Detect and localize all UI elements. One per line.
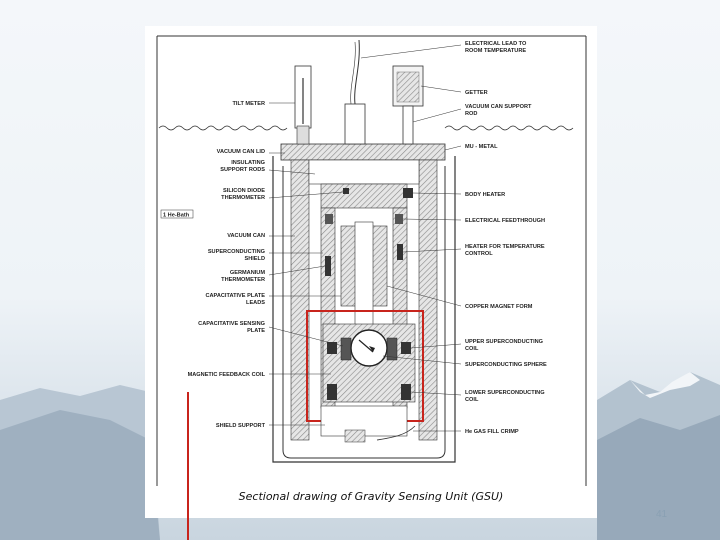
lower-superconducting-coil	[327, 384, 337, 400]
label-getter: GETTER	[465, 90, 488, 96]
label-mu-metal: MU - METAL	[465, 144, 498, 150]
vacuum-can-lid	[280, 143, 446, 161]
label-vacuum-can-lid: VACUUM CAN LID	[217, 149, 265, 155]
label-electrical-lead-to: ELECTRICAL LEAD TO	[465, 41, 527, 47]
label-lower-superconducting: LOWER SUPERCONDUCTING	[465, 390, 545, 396]
label-shield-support: SHIELD SUPPORT	[216, 423, 266, 429]
capacitative-sensing-plate	[340, 337, 352, 361]
slide-number: 41	[656, 509, 668, 520]
label-coil-2: COIL	[465, 397, 479, 403]
label-superconducting: SUPERCONDUCTING	[208, 249, 265, 255]
figure-caption: Sectional drawing of Gravity Sensing Uni…	[238, 490, 504, 503]
vacuum-can-support-rod	[402, 105, 414, 145]
electrical-lead-tube	[344, 103, 366, 145]
label-coil-1: COIL	[465, 346, 479, 352]
label-room-temperature: ROOM TEMPERATURE	[465, 48, 526, 54]
he-bath-label: 1 He-Bath	[163, 213, 190, 219]
he-gas-fill-crimp	[376, 425, 416, 441]
mu-metal-shield	[272, 156, 456, 463]
label-capacitative-plate: CAPACITATIVE PLATE	[205, 293, 265, 299]
label-body-heater: BODY HEATER	[465, 192, 505, 198]
label-thermometer-1: THERMOMETER	[221, 195, 265, 201]
label-support-rods: SUPPORT RODS	[220, 167, 265, 173]
label-insulating: INSULATING	[231, 160, 265, 166]
label-tilt-meter: TILT METER	[232, 101, 265, 107]
label-electrical-feedthrough: ELECTRICAL FEEDTHROUGH	[465, 218, 545, 224]
label-control: CONTROL	[465, 251, 493, 257]
diagram-panel: 1 He-Bath	[145, 26, 597, 518]
helium-surface	[158, 125, 288, 131]
label-capacitative-sensing: CAPACITATIVE SENSING	[198, 321, 265, 327]
label-vacuum-can: VACUUM CAN	[227, 233, 265, 239]
label-silicon-diode: SILICON DIODE	[223, 188, 265, 194]
label-germanium: GERMANIUM	[230, 270, 265, 276]
label-rod: ROD	[465, 111, 477, 117]
label-he-gas-fill-crimp: He GAS FILL CRIMP	[465, 429, 519, 435]
silicon-diode-thermometer	[343, 188, 349, 194]
upper-superconducting-coil	[327, 342, 337, 354]
label-magnetic-feedback-coil: MAGNETIC FEEDBACK COIL	[188, 372, 266, 378]
label-leads: LEADS	[246, 300, 265, 306]
vacuum-can	[290, 159, 310, 441]
gsu-sectional-drawing: 1 He-Bath	[156, 35, 587, 486]
label-upper-superconducting: UPPER SUPERCONDUCTING	[465, 339, 543, 345]
label-plate: PLATE	[247, 328, 265, 334]
label-copper-magnet-form: COPPER MAGNET FORM	[465, 304, 533, 310]
label-vacuum-can-support: VACUUM CAN SUPPORT	[465, 104, 532, 110]
label-shield: SHIELD	[244, 256, 265, 262]
label-thermometer-2: THERMOMETER	[221, 277, 265, 283]
label-superconducting-sphere: SUPERCONDUCTING SPHERE	[465, 362, 547, 368]
label-heater-for-temperature: HEATER FOR TEMPERATURE	[465, 244, 545, 250]
red-pointer-line	[187, 392, 189, 540]
